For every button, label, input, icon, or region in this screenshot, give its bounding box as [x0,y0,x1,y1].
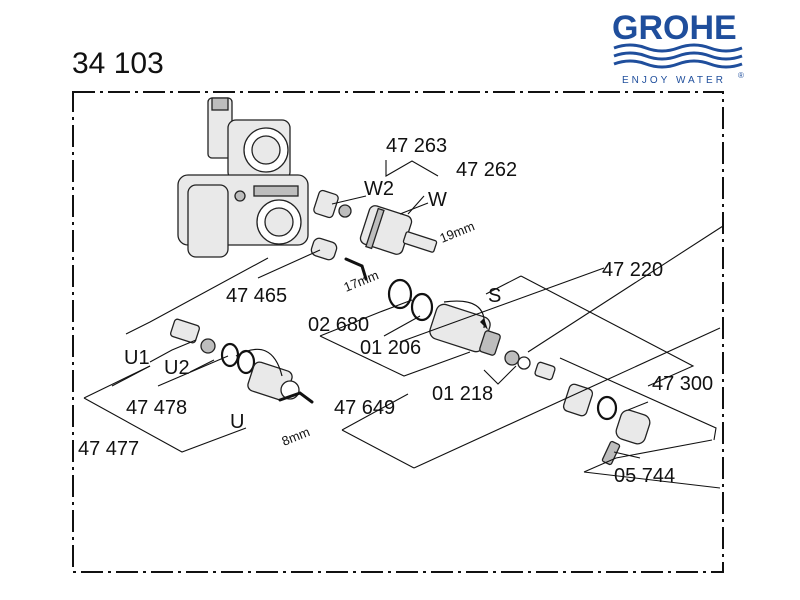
label-47262: 47 262 [456,159,517,181]
diagram-frame [72,91,724,573]
nipple-part [310,237,338,261]
label-02680: 02 680 [308,314,369,336]
w-cartridge-part [359,205,438,255]
label-u: U [230,411,244,433]
w2-cartridge-part [313,189,352,219]
label-s: S [488,285,501,307]
s-cartridge-part [387,278,556,381]
grohe-logo: GROHE ENJOY WATER ® [612,9,744,86]
hex-key-17mm-part [344,257,368,281]
label-05744: 05 744 [614,465,675,487]
label-u2: U2 [164,357,190,379]
trademark-mark: ® [738,71,744,80]
label-wrench-19mm: 19mm [438,218,477,245]
hex-key-8mm-part [278,391,314,404]
label-47300: 47 300 [652,373,713,395]
rotation-arrowhead-s [480,318,488,330]
brand-tagline: ENJOY WATER [622,75,726,86]
label-wrench-8mm: 8mm [280,424,312,449]
escutcheon-parts [562,383,651,466]
label-47263: 47 263 [386,135,447,157]
u1-u2-part [169,318,256,375]
label-01206: 01 206 [360,337,421,359]
label-47478: 47 478 [126,397,187,419]
model-number-title: 34 103 [72,47,164,80]
label-w2: W2 [364,178,394,200]
label-47649: 47 649 [334,397,395,419]
brand-name: GROHE [612,9,737,47]
label-01218: 01 218 [432,383,493,405]
label-w: W [428,189,447,211]
label-47477: 47 477 [78,438,139,460]
label-wrench-17mm: 17mm [342,267,381,294]
rotation-arrow-u [235,348,283,377]
valve-body-part [177,97,309,258]
leader-lines [83,160,724,489]
label-47465: 47 465 [226,285,287,307]
label-47220: 47 220 [602,259,663,281]
water-waves-icon [613,43,743,69]
label-u1: U1 [124,347,150,369]
